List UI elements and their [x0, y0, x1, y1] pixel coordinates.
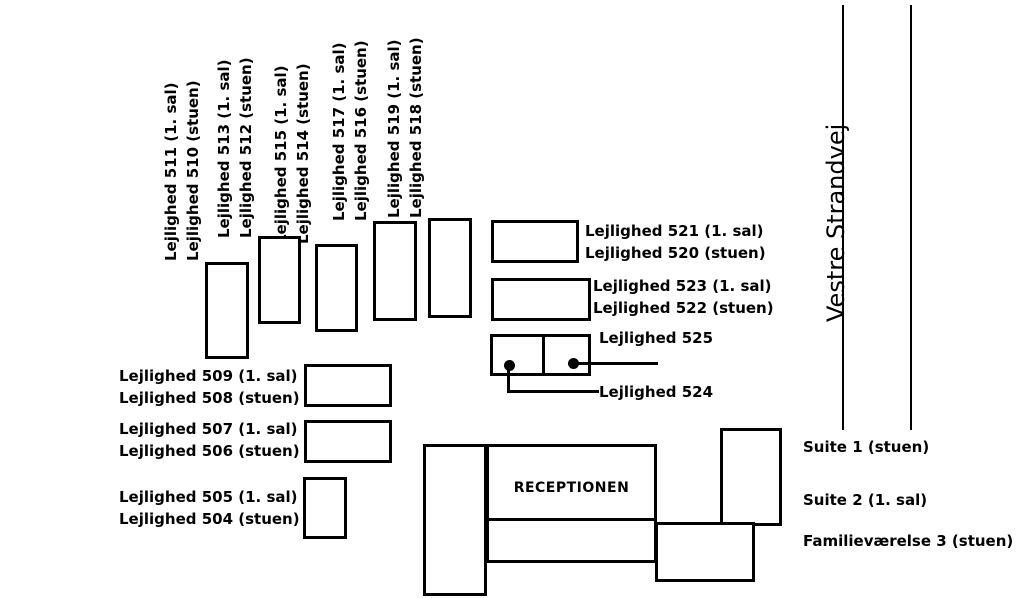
building-509-508	[304, 364, 392, 407]
apartment-upper-label: Lejlighed 505 (1. sal)	[119, 488, 298, 506]
reception-label: RECEPTIONEN	[513, 480, 630, 496]
street-edge-line-left	[842, 5, 844, 430]
label-suite-2: Suite 2 (1. sal)	[803, 491, 928, 509]
building-505-504	[303, 477, 347, 539]
building-suites	[720, 428, 782, 526]
building-511-510	[205, 262, 249, 359]
building-525-524-divider	[542, 337, 545, 373]
label-suite-1: Suite 1 (stuen)	[803, 438, 930, 456]
apartment-upper-label: Lejlighed 511 (1. sal)	[162, 82, 180, 262]
label-apartments-519-518: Lejlighed 519 (1. sal) Lejlighed 518 (st…	[383, 37, 427, 218]
connector-line-524-vertical	[507, 365, 510, 393]
apartment-lower-label: Lejlighed 510 (stuen)	[184, 80, 202, 261]
apartment-upper-label: Lejlighed 507 (1. sal)	[119, 420, 298, 438]
apartment-upper-label: Lejlighed 513 (1. sal)	[215, 59, 233, 239]
building-familievaerelse	[655, 522, 755, 582]
label-familievaerelse-3: Familieværelse 3 (stuen)	[803, 532, 1014, 550]
building-515-514	[315, 244, 358, 332]
label-apartments-523-522: Lejlighed 523 (1. sal) Lejlighed 522 (st…	[593, 275, 774, 319]
building-reception-west-wing	[423, 444, 487, 596]
building-517-516	[373, 221, 417, 321]
apartment-lower-label: Lejlighed 520 (stuen)	[585, 244, 766, 262]
apartment-upper-label: Lejlighed 519 (1. sal)	[385, 39, 403, 219]
label-apartments-509-508: Lejlighed 509 (1. sal) Lejlighed 508 (st…	[119, 365, 300, 409]
apartment-upper-label: Lejlighed 517 (1. sal)	[330, 42, 348, 222]
connector-line-525	[574, 362, 658, 365]
building-507-506	[304, 420, 392, 463]
apartment-lower-label: Lejlighed 512 (stuen)	[237, 57, 255, 238]
label-apartments-515-514: Lejlighed 515 (1. sal) Lejlighed 514 (st…	[270, 63, 314, 244]
apartment-upper-label: Lejlighed 509 (1. sal)	[119, 367, 298, 385]
apartment-lower-label: Lejlighed 514 (stuen)	[294, 63, 312, 244]
street-name-label: Vestre Strandvej	[822, 123, 850, 322]
connector-dot-525	[568, 358, 579, 369]
building-513-512	[258, 236, 301, 324]
apartment-upper-label: Lejlighed 523 (1. sal)	[593, 277, 772, 295]
label-apartments-511-510: Lejlighed 511 (1. sal) Lejlighed 510 (st…	[160, 80, 204, 261]
apartment-upper-label: Lejlighed 521 (1. sal)	[585, 222, 764, 240]
label-apartments-513-512: Lejlighed 513 (1. sal) Lejlighed 512 (st…	[213, 57, 257, 238]
apartment-lower-label: Lejlighed 506 (stuen)	[119, 442, 300, 460]
apartment-lower-label: Lejlighed 518 (stuen)	[407, 37, 425, 218]
apartment-lower-label: Lejlighed 504 (stuen)	[119, 510, 300, 528]
building-519-518	[428, 218, 472, 318]
building-reception-south-wing	[486, 518, 657, 563]
building-reception	[486, 444, 657, 521]
building-521-520	[491, 220, 579, 263]
apartment-lower-label: Lejlighed 508 (stuen)	[119, 389, 300, 407]
label-apartment-524: Lejlighed 524	[599, 383, 714, 401]
apartment-lower-label: Lejlighed 522 (stuen)	[593, 299, 774, 317]
label-apartments-517-516: Lejlighed 517 (1. sal) Lejlighed 516 (st…	[328, 40, 372, 221]
apartment-lower-label: Lejlighed 516 (stuen)	[352, 40, 370, 221]
building-523-522	[491, 278, 591, 321]
street-edge-line-right	[910, 5, 912, 430]
label-apartments-521-520: Lejlighed 521 (1. sal) Lejlighed 520 (st…	[585, 220, 766, 264]
label-apartments-507-506: Lejlighed 507 (1. sal) Lejlighed 506 (st…	[119, 418, 300, 462]
connector-line-524-horizontal	[507, 390, 599, 393]
label-apartments-505-504: Lejlighed 505 (1. sal) Lejlighed 504 (st…	[119, 486, 300, 530]
label-apartment-525: Lejlighed 525	[599, 329, 714, 347]
apartment-upper-label: Lejlighed 515 (1. sal)	[272, 65, 290, 245]
